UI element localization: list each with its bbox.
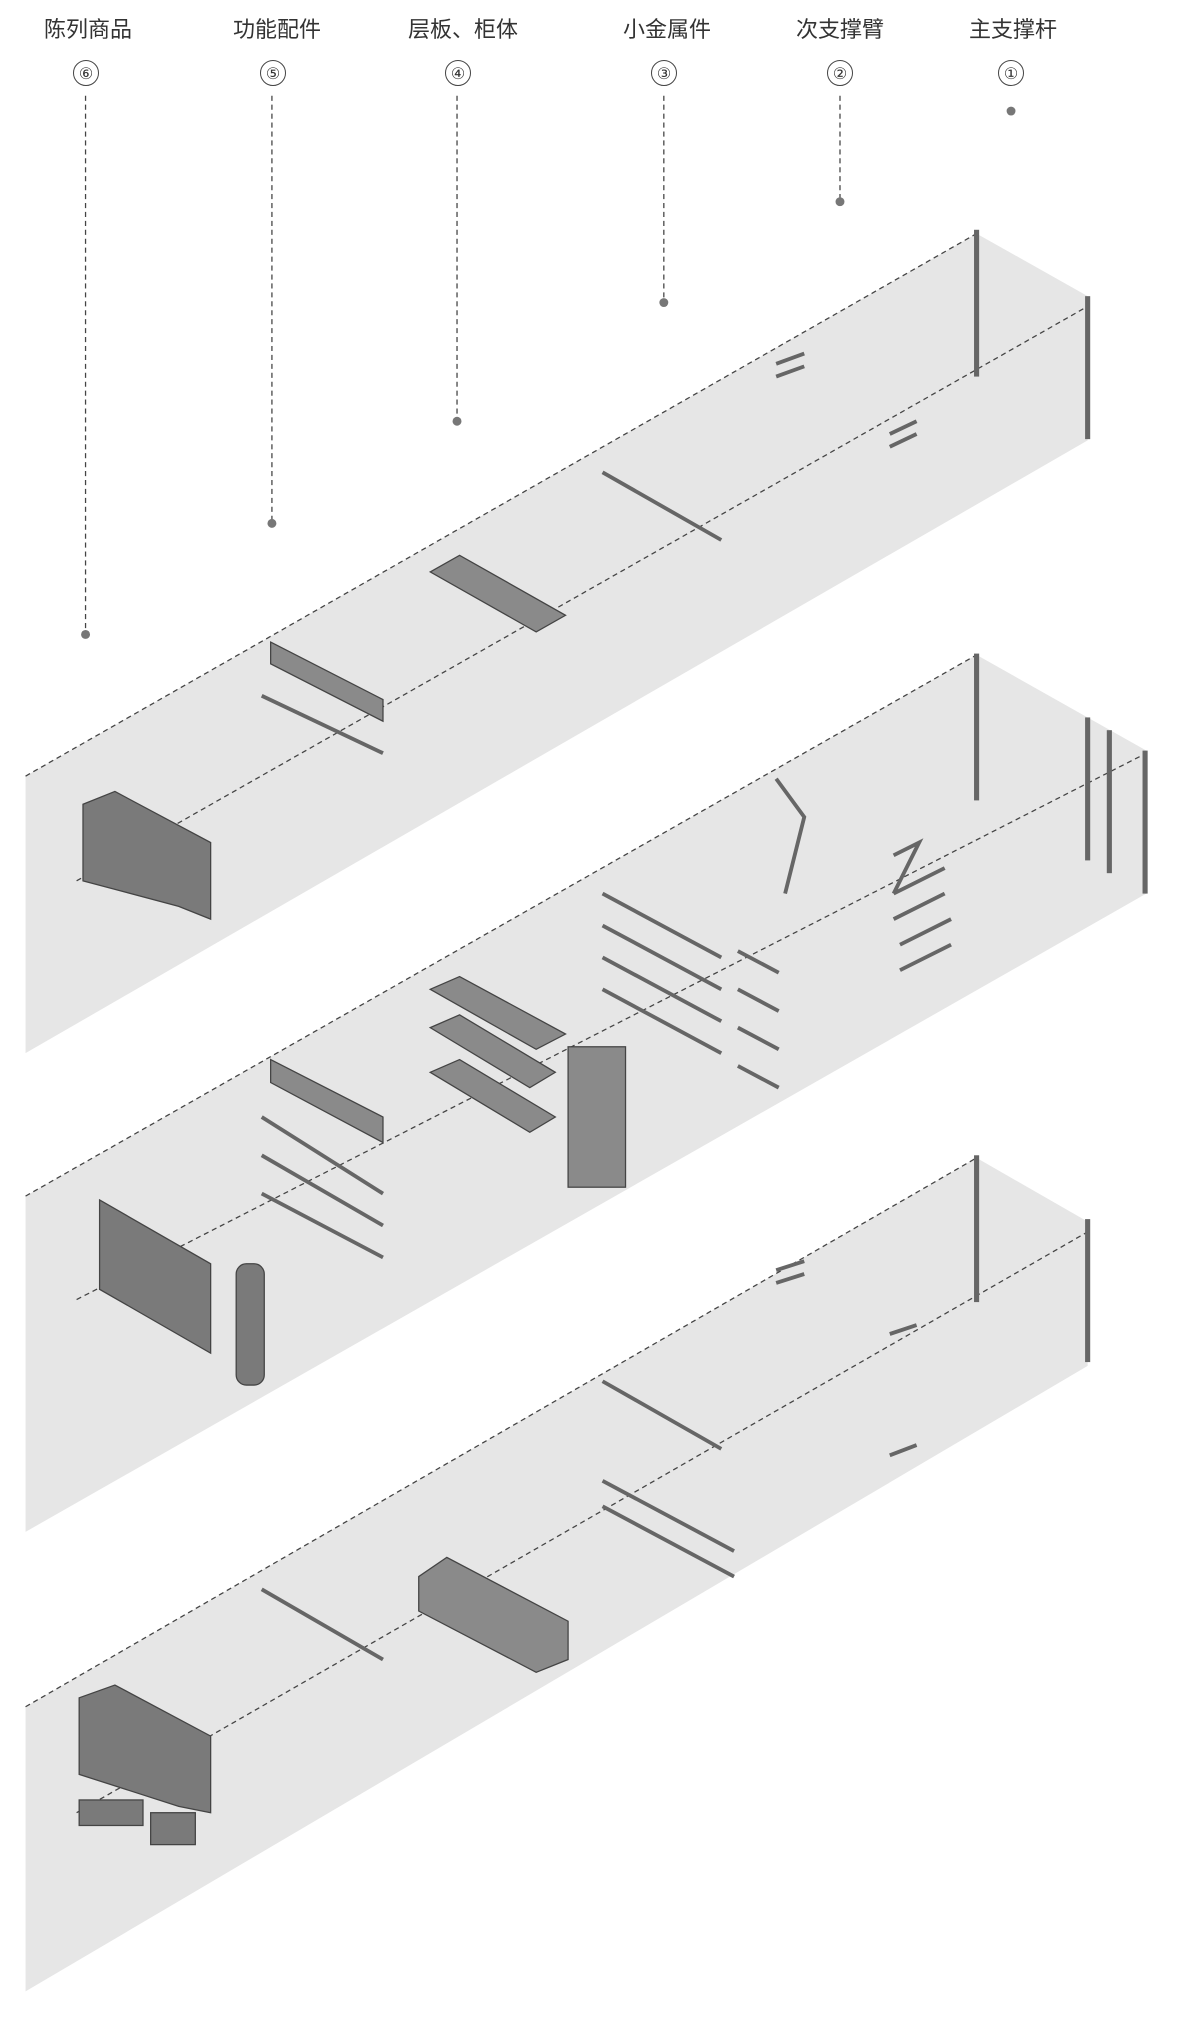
main-poles xyxy=(974,229,1148,1363)
layer-label-small-metal-parts: 小金属件 xyxy=(622,18,711,43)
layer-label-displayed-goods: 陈列商品 xyxy=(43,18,132,43)
displayed-goods xyxy=(78,790,265,1846)
layer-label-shelves-cabinets: 层板、柜体 xyxy=(407,18,518,43)
layer-number-2: ② xyxy=(827,60,853,86)
arms-and-bars xyxy=(260,351,952,1662)
layer-number-5: ⑤ xyxy=(260,60,286,86)
layer-number-3: ③ xyxy=(651,60,677,86)
layer-label-main-poles: 主支撑杆 xyxy=(968,18,1057,43)
display-plane-1 xyxy=(25,233,1088,1054)
layer-number-4: ④ xyxy=(445,60,471,86)
shelves-cabinets xyxy=(270,554,627,1673)
display-plane-3 xyxy=(25,1157,1088,1992)
layer-label-functional-accessories: 功能配件 xyxy=(232,18,321,43)
layer-label-secondary-arms: 次支撑臂 xyxy=(795,18,884,43)
layer-number-1: ① xyxy=(998,60,1024,86)
layer-number-6: ⑥ xyxy=(73,60,99,86)
